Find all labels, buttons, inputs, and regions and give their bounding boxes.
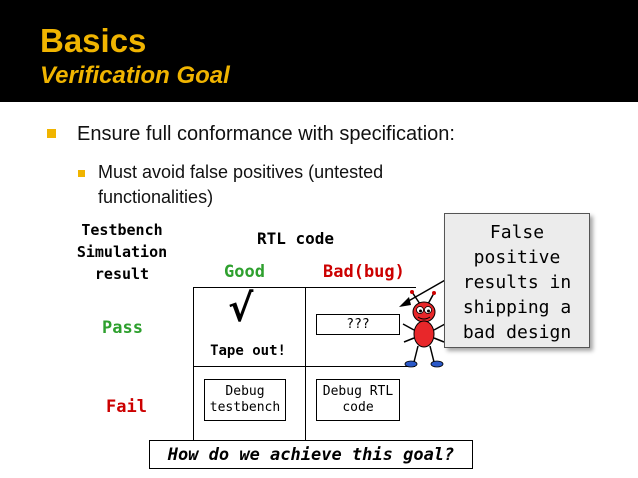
row-header-line: result <box>94 265 150 283</box>
debug-rtl-line: Debug RTL <box>322 384 394 399</box>
column-header: RTL code <box>257 229 335 248</box>
callout-line: results in <box>462 272 572 293</box>
row-header-line: Simulation <box>76 243 168 261</box>
debug-testbench-box: Debug testbench <box>204 379 286 421</box>
callout-line: shipping a <box>462 297 572 318</box>
goal-question-box: How do we achieve this goal? <box>149 440 473 469</box>
debug-testbench-line: testbench <box>209 400 281 415</box>
bullet-square-icon <box>47 129 56 138</box>
callout-line: bad design <box>462 322 572 343</box>
debug-rtl-box: Debug RTL code <box>316 379 400 421</box>
slide-subtitle: Verification Goal <box>40 62 230 89</box>
callout-arrow <box>399 278 448 307</box>
check-mark: √ <box>228 286 254 330</box>
matrix-grid <box>193 287 416 443</box>
slide-header: Basics Verification Goal <box>0 0 638 102</box>
false-positive-callout: False positive results in shipping a bad… <box>444 213 590 348</box>
slide-title: Basics <box>40 22 147 59</box>
tape-out-label: Tape out! <box>205 340 291 362</box>
column-good-label: Good <box>224 262 265 282</box>
row-pass-label: Pass <box>102 318 143 338</box>
row-fail-label: Fail <box>106 397 147 417</box>
bug-ant-icon <box>402 290 446 368</box>
row-header: Testbench Simulation result <box>72 219 172 285</box>
callout-line: positive <box>473 247 561 268</box>
debug-testbench-line: Debug <box>225 384 265 399</box>
bullet-level2-text: Must avoid false positives (untested fun… <box>98 162 384 207</box>
column-bad-label: Bad(bug) <box>323 262 405 282</box>
callout-line: False <box>489 222 545 243</box>
bullet-level1-text: Ensure full conformance with specificati… <box>77 123 455 145</box>
row-header-line: Testbench <box>81 221 163 239</box>
bullet-square-icon <box>78 170 85 177</box>
matrix-divider-horizontal <box>193 366 415 367</box>
debug-rtl-line: code <box>342 400 374 415</box>
matrix-divider-vertical <box>305 287 306 440</box>
unknown-box: ??? <box>316 314 400 335</box>
